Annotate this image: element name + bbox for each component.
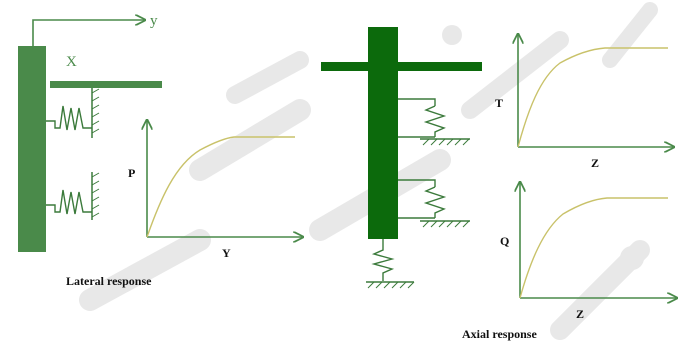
axial-t-z-curve — [517, 47, 668, 148]
axial-q-z-curve — [519, 197, 668, 299]
axial-t-label: T — [495, 96, 503, 110]
lateral-wall-lower-hatch — [91, 172, 100, 218]
axial-caption: Axial response — [462, 327, 537, 341]
lateral-x-axis-label: X — [66, 54, 77, 70]
axial-ground-hatch-base — [367, 281, 415, 289]
lateral-pile — [18, 46, 46, 252]
axial-ground-hatch-middle — [422, 220, 470, 228]
lateral-spring-lower — [46, 189, 92, 215]
axial-q-label: Q — [500, 234, 509, 248]
axial-spring-base — [366, 239, 414, 283]
lateral-p-label: P — [128, 166, 135, 180]
axial-upper-z-label: Z — [591, 156, 599, 170]
lateral-y-axis-arrow — [32, 20, 145, 46]
axial-spring-upper — [398, 98, 470, 140]
lateral-p-y-curve — [146, 136, 295, 238]
lateral-caption: Lateral response — [66, 274, 152, 288]
lateral-wall-hatch — [91, 88, 100, 134]
lateral-spring-upper — [46, 105, 92, 131]
axial-pile — [368, 27, 398, 239]
axial-cap-plate — [321, 62, 482, 71]
lateral-horizontal-plate — [50, 81, 162, 88]
axial-lower-z-label: Z — [576, 307, 584, 321]
lateral-response-group: y X P — [18, 13, 303, 288]
lateral-y-axis-label: y — [150, 13, 158, 29]
axial-ground-hatch-upper — [422, 138, 470, 146]
axial-response-group: T Z Q Z Axial response — [321, 27, 677, 341]
lateral-y-curve-label: Y — [222, 246, 231, 260]
watermark — [79, 2, 658, 340]
